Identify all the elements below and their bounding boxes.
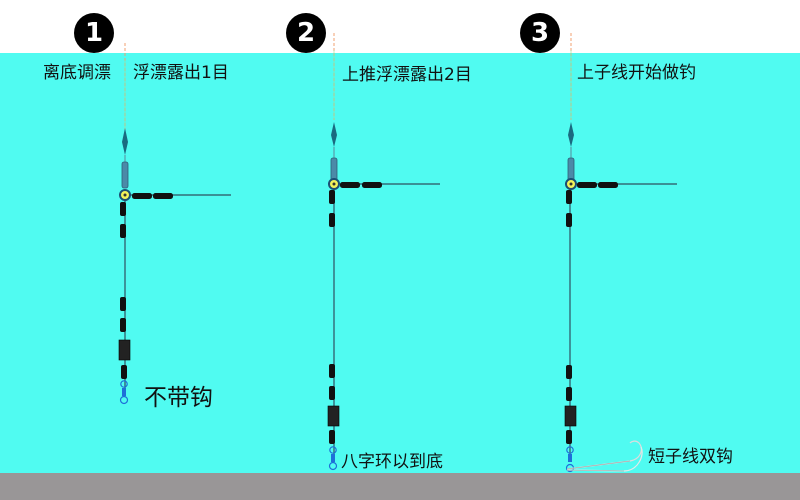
rig-3: [564, 33, 677, 473]
step-2-label: 上推浮漂露出2目: [342, 65, 472, 85]
double-hook-icon: [566, 440, 643, 472]
lead-sinker: [564, 405, 577, 427]
swivel-icon: [328, 446, 338, 471]
lead-sinker: [327, 405, 340, 427]
rig-1: [118, 43, 231, 405]
step-3-badge: 3: [520, 13, 560, 53]
lake-bottom: [0, 473, 800, 500]
step-1-badge: 1: [74, 13, 114, 53]
step-3-label: 上子线开始做钓: [577, 63, 696, 83]
step-2-bottom-label: 八字环以到底: [341, 452, 443, 472]
step-1-bottom-label: 不带钩: [144, 385, 213, 411]
step-3-bottom-label: 短子线双钩: [648, 447, 733, 467]
swivel-icon: [119, 380, 129, 405]
water-area: [0, 53, 800, 473]
float-body-icon: [331, 122, 337, 147]
step-1-label-left: 离底调漂: [43, 63, 111, 83]
float-body-icon: [122, 128, 128, 155]
lead-sinker: [118, 339, 131, 361]
step-1-label: 浮漂露出1目: [133, 63, 229, 83]
float-stem: [121, 161, 129, 189]
float-body-icon: [568, 122, 574, 147]
step-2-badge: 2: [286, 13, 326, 53]
rig-2: [327, 33, 440, 471]
